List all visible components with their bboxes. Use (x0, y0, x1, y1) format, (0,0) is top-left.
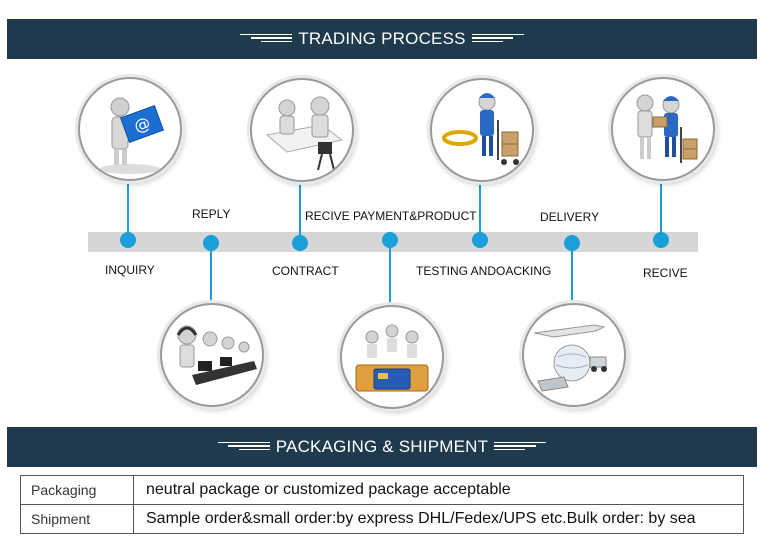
timeline-node (203, 235, 219, 251)
step-label-recive: RECIVE (643, 266, 688, 280)
step-label-recive-payment: RECIVE PAYMENT&PRODUCT (305, 209, 477, 223)
worker-cart-icon (430, 78, 534, 182)
timeline-node (564, 235, 580, 251)
decor-lines-icon (471, 33, 524, 44)
timeline-node (472, 232, 488, 248)
timeline-node (120, 232, 136, 248)
step-label-testing: TESTING ANDOACKING (416, 264, 552, 278)
table-row: Packaging neutral package or customized … (20, 475, 744, 505)
step-label-contract: CONTRACT (272, 264, 339, 278)
packaging-shipment-title: PACKAGING & SHIPMENT (275, 437, 489, 456)
timeline-node (292, 235, 308, 251)
decor-lines-icon (494, 441, 547, 452)
call-center-icon (160, 303, 264, 407)
decor-lines-icon (217, 441, 270, 452)
timeline-node (653, 232, 669, 248)
trading-process-title: TRADING PROCESS (298, 29, 466, 48)
trading-process-banner: TRADING PROCESS (7, 19, 757, 59)
globe-shipping-icon (522, 303, 626, 407)
timeline-node (382, 232, 398, 248)
delivery-handover-icon (611, 77, 715, 181)
table-cell-value: Sample order&small order:by express DHL/… (133, 504, 744, 534)
shipment-table: Packaging neutral package or customized … (20, 475, 744, 534)
step-label-inquiry: INQUIRY (105, 263, 155, 277)
packaging-shipment-banner: PACKAGING & SHIPMENT (7, 427, 757, 467)
table-row: Shipment Sample order&small order:by exp… (20, 504, 744, 534)
step-label-delivery: DELIVERY (540, 210, 600, 224)
svg-text:@: @ (131, 113, 153, 136)
table-cell-value: neutral package or customized package ac… (133, 475, 744, 505)
email-person-icon: @ (78, 77, 182, 181)
table-cell-key: Packaging (20, 475, 134, 505)
step-label-reply: REPLY (192, 207, 231, 221)
payment-card-icon (340, 305, 444, 409)
meeting-desk-icon (250, 78, 354, 182)
decor-lines-icon (240, 33, 293, 44)
table-cell-key: Shipment (20, 504, 134, 534)
